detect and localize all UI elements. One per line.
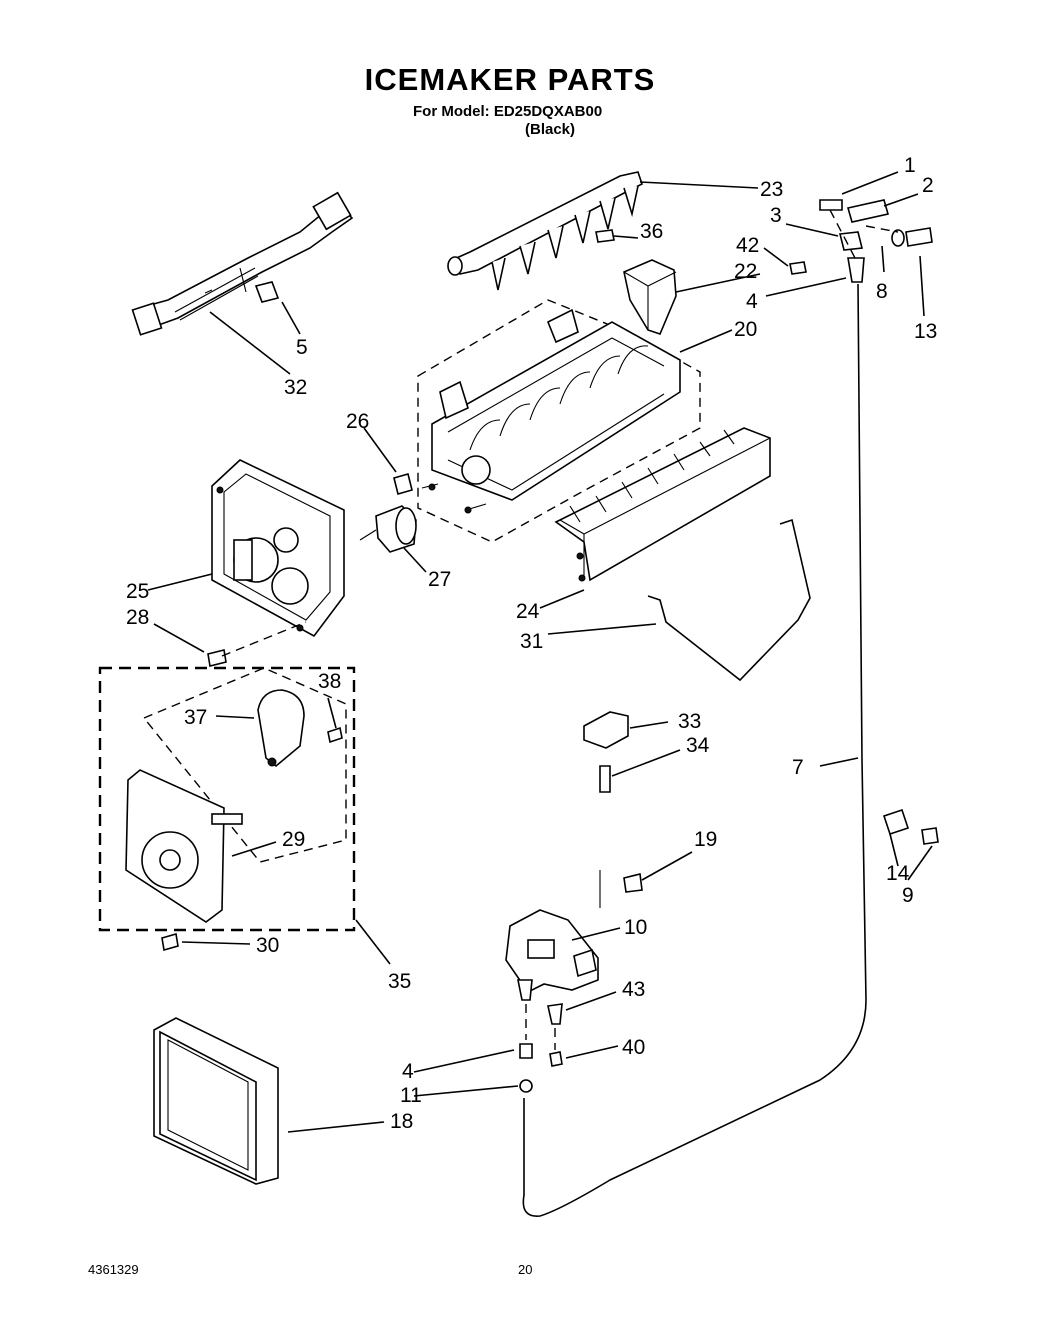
callout-13: 13	[914, 320, 937, 343]
screw-30-part	[161, 932, 179, 952]
screw-34-part	[599, 765, 611, 793]
screw-9-part	[921, 827, 939, 845]
callout-36: 36	[640, 220, 663, 243]
callout-43: 43	[622, 978, 645, 1001]
bracket-33-part	[583, 711, 629, 749]
clip-26-part	[393, 473, 413, 495]
callout-42: 42	[736, 234, 759, 257]
water-valve-part	[505, 909, 599, 1001]
inlet-fitting-parts	[789, 199, 933, 283]
callout-40: 40	[622, 1036, 645, 1059]
leader-lines	[147, 171, 933, 1133]
callout-11: 11	[400, 1084, 422, 1107]
callout-25: 25	[126, 580, 149, 603]
callout-26: 26	[346, 410, 369, 433]
screw-38-part	[327, 726, 343, 744]
clamp-14-part	[882, 808, 910, 836]
callout-4-lower: 4	[402, 1060, 414, 1083]
ferrule-11-part	[519, 1079, 533, 1093]
callout-10: 10	[624, 916, 647, 939]
callout-9: 9	[902, 884, 914, 907]
callout-33: 33	[678, 710, 701, 733]
callout-28: 28	[126, 606, 149, 629]
fitting-4-lower-part	[519, 1043, 533, 1059]
screw-19-part	[623, 873, 643, 893]
front-panel-part	[153, 1017, 279, 1185]
callout-4: 4	[746, 290, 758, 313]
mold-part	[421, 308, 681, 514]
screw-28-part	[207, 649, 227, 667]
control-module-part	[211, 459, 345, 638]
callout-1: 1	[904, 154, 916, 177]
model-line: For Model: ED25DQXAB00	[413, 103, 603, 120]
screw-36-part	[595, 229, 615, 243]
page-title: ICEMAKER PARTS	[364, 62, 656, 97]
water-tube-part	[522, 283, 867, 1217]
callout-37: 37	[184, 706, 207, 729]
callout-3: 3	[770, 204, 782, 227]
callout-7: 7	[792, 756, 804, 779]
callout-27: 27	[428, 568, 451, 591]
callout-23: 23	[760, 178, 783, 201]
callout-29: 29	[282, 828, 305, 851]
callout-2: 2	[922, 174, 934, 197]
callout-32: 32	[284, 376, 307, 399]
ejector-part	[447, 171, 643, 291]
callout-14: 14	[886, 862, 910, 885]
fill-cup-part	[623, 259, 677, 335]
wire-harness-part	[131, 191, 354, 336]
callout-34: 34	[686, 734, 710, 757]
callout-22: 22	[734, 260, 757, 283]
callout-30: 30	[256, 934, 279, 957]
callout-5: 5	[296, 336, 308, 359]
doc-number: 4361329	[88, 1262, 139, 1277]
callout-8: 8	[876, 280, 888, 303]
callout-31: 31	[520, 630, 543, 653]
callout-35: 35	[388, 970, 411, 993]
shutoff-arm-part	[647, 518, 811, 682]
cover-part	[554, 427, 771, 582]
fitting-43-part	[547, 1003, 563, 1025]
callout-18: 18	[390, 1110, 413, 1133]
callout-38: 38	[318, 670, 341, 693]
mounting-plate-29-part	[125, 769, 243, 923]
page-number: 20	[518, 1262, 533, 1277]
color-line: (Black)	[525, 121, 576, 138]
callout-20: 20	[734, 318, 757, 341]
callout-19: 19	[694, 828, 717, 851]
nut-40-part	[549, 1051, 563, 1067]
motor-37-part	[257, 689, 305, 768]
motor-part	[359, 505, 417, 553]
callout-labels: 1 2 3 42 4 8 13 23 36 22 20 5 32 26 25 2…	[126, 154, 937, 1133]
callout-24: 24	[516, 600, 540, 623]
motor-switch-assembly-box	[98, 666, 356, 932]
